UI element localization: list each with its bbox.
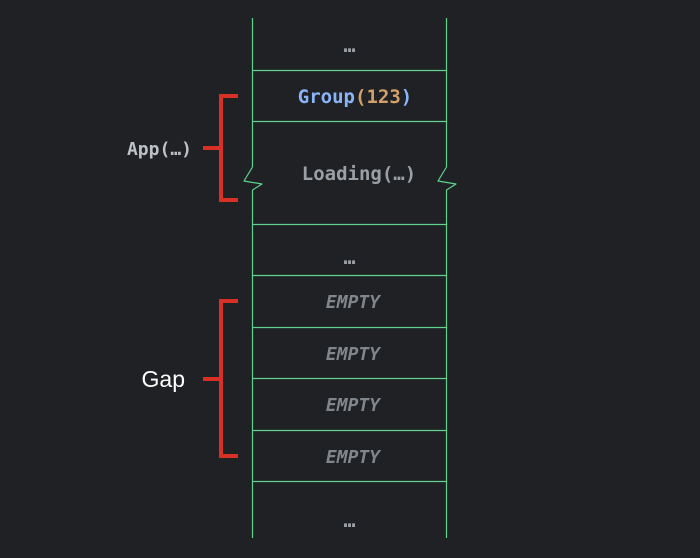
gap-bracket <box>203 299 238 458</box>
group-fn-name: Group <box>298 86 355 108</box>
group-close-paren: ) <box>401 86 412 108</box>
top-ellipsis: … <box>343 33 355 57</box>
bottom-ellipsis: … <box>343 508 355 532</box>
loading-node: Loading(…) <box>302 163 416 185</box>
empty-slot: EMPTY <box>326 292 381 313</box>
app-label: App(…) <box>127 139 192 160</box>
group-arg: 123 <box>366 86 400 108</box>
middle-ellipsis: … <box>343 245 355 269</box>
group-node: Group(123) <box>298 86 412 108</box>
column <box>243 18 457 538</box>
app-bracket <box>203 94 238 202</box>
empty-slot: EMPTY <box>326 447 381 468</box>
left-break-marker <box>243 166 263 191</box>
group-open-paren: ( <box>355 86 366 108</box>
right-break-marker <box>437 166 457 191</box>
gap-label: Gap <box>142 366 185 392</box>
empty-slot: EMPTY <box>326 344 381 365</box>
empty-slot: EMPTY <box>326 395 381 416</box>
